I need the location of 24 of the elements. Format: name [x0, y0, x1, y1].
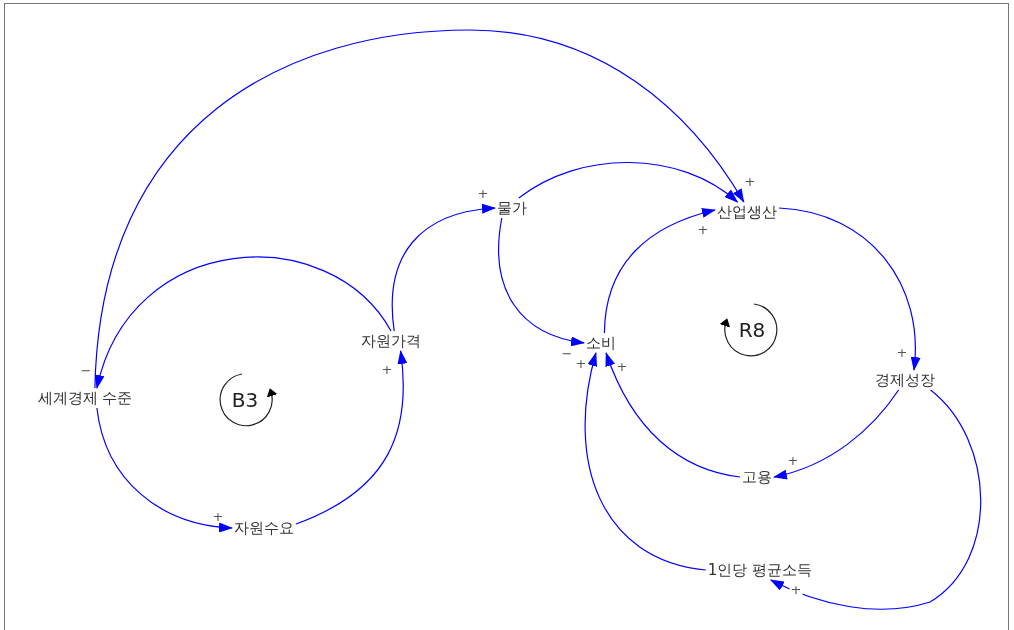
arrow [391, 204, 496, 332]
arrow [518, 161, 739, 203]
variable-label: 산업생산 [715, 202, 779, 222]
arrow [498, 217, 585, 346]
variable-label: 1인당 평균소득 [705, 560, 815, 580]
arrow [769, 389, 982, 610]
variable-label: 물가 [495, 198, 529, 218]
loop-label: R8 [738, 319, 766, 341]
arrow [295, 350, 407, 525]
arrow [778, 207, 920, 371]
variable-label: 경제성장 [873, 370, 937, 390]
arrow [773, 389, 900, 479]
arrow [603, 208, 716, 334]
arrow [584, 352, 707, 571]
arrow [96, 407, 233, 532]
variable-label: 자원수요 [232, 518, 296, 538]
variable-label: 세계경제 수준 [35, 388, 135, 408]
arrow [94, 29, 745, 389]
arrow [96, 256, 392, 389]
variable-label: 고용 [740, 467, 774, 487]
variable-label: 소비 [584, 333, 618, 353]
loop-label: B3 [231, 389, 259, 411]
variable-label: 자원가격 [359, 331, 423, 351]
arrow [605, 352, 741, 478]
